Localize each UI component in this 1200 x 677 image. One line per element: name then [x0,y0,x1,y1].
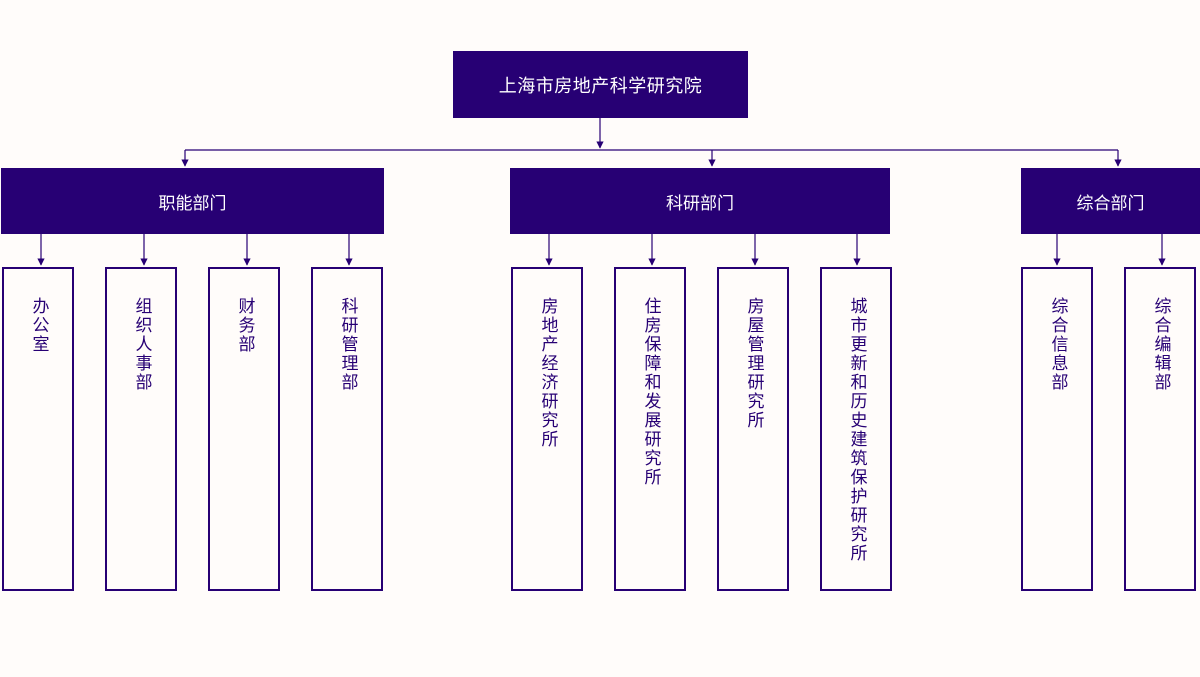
unit-label: 房地产经济研究所 [537,297,558,449]
unit-node: 办公室 [2,267,74,591]
unit-node: 房屋管理研究所 [717,267,789,591]
unit-label: 住房保障和发展研究所 [640,297,661,487]
dept-label: 科研部门 [666,193,734,214]
unit-node: 综合编辑部 [1124,267,1196,591]
unit-label: 办公室 [28,297,49,354]
dept-label: 综合部门 [1076,193,1145,214]
unit-node: 科研管理部 [311,267,383,591]
unit-label: 组织人事部 [131,297,152,392]
unit-label: 城市更新和历史建筑保护研究所 [846,297,867,563]
unit-node: 财务部 [208,267,280,591]
dept-node-functional: 职能部门 [1,168,384,234]
dept-node-research: 科研部门 [510,168,890,234]
unit-node: 城市更新和历史建筑保护研究所 [820,267,892,591]
unit-label: 财务部 [234,297,255,354]
unit-node: 组织人事部 [105,267,177,591]
unit-node: 房地产经济研究所 [511,267,583,591]
dept-label: 职能部门 [158,193,227,214]
unit-node: 住房保障和发展研究所 [614,267,686,591]
root-label: 上海市房地产科学研究院 [498,75,703,97]
unit-label: 综合编辑部 [1150,297,1171,392]
unit-label: 房屋管理研究所 [743,297,764,430]
unit-label: 综合信息部 [1047,297,1068,392]
dept-node-general: 综合部门 [1021,168,1200,234]
root-node: 上海市房地产科学研究院 [453,51,748,118]
unit-label: 科研管理部 [337,297,358,392]
unit-node: 综合信息部 [1021,267,1093,591]
